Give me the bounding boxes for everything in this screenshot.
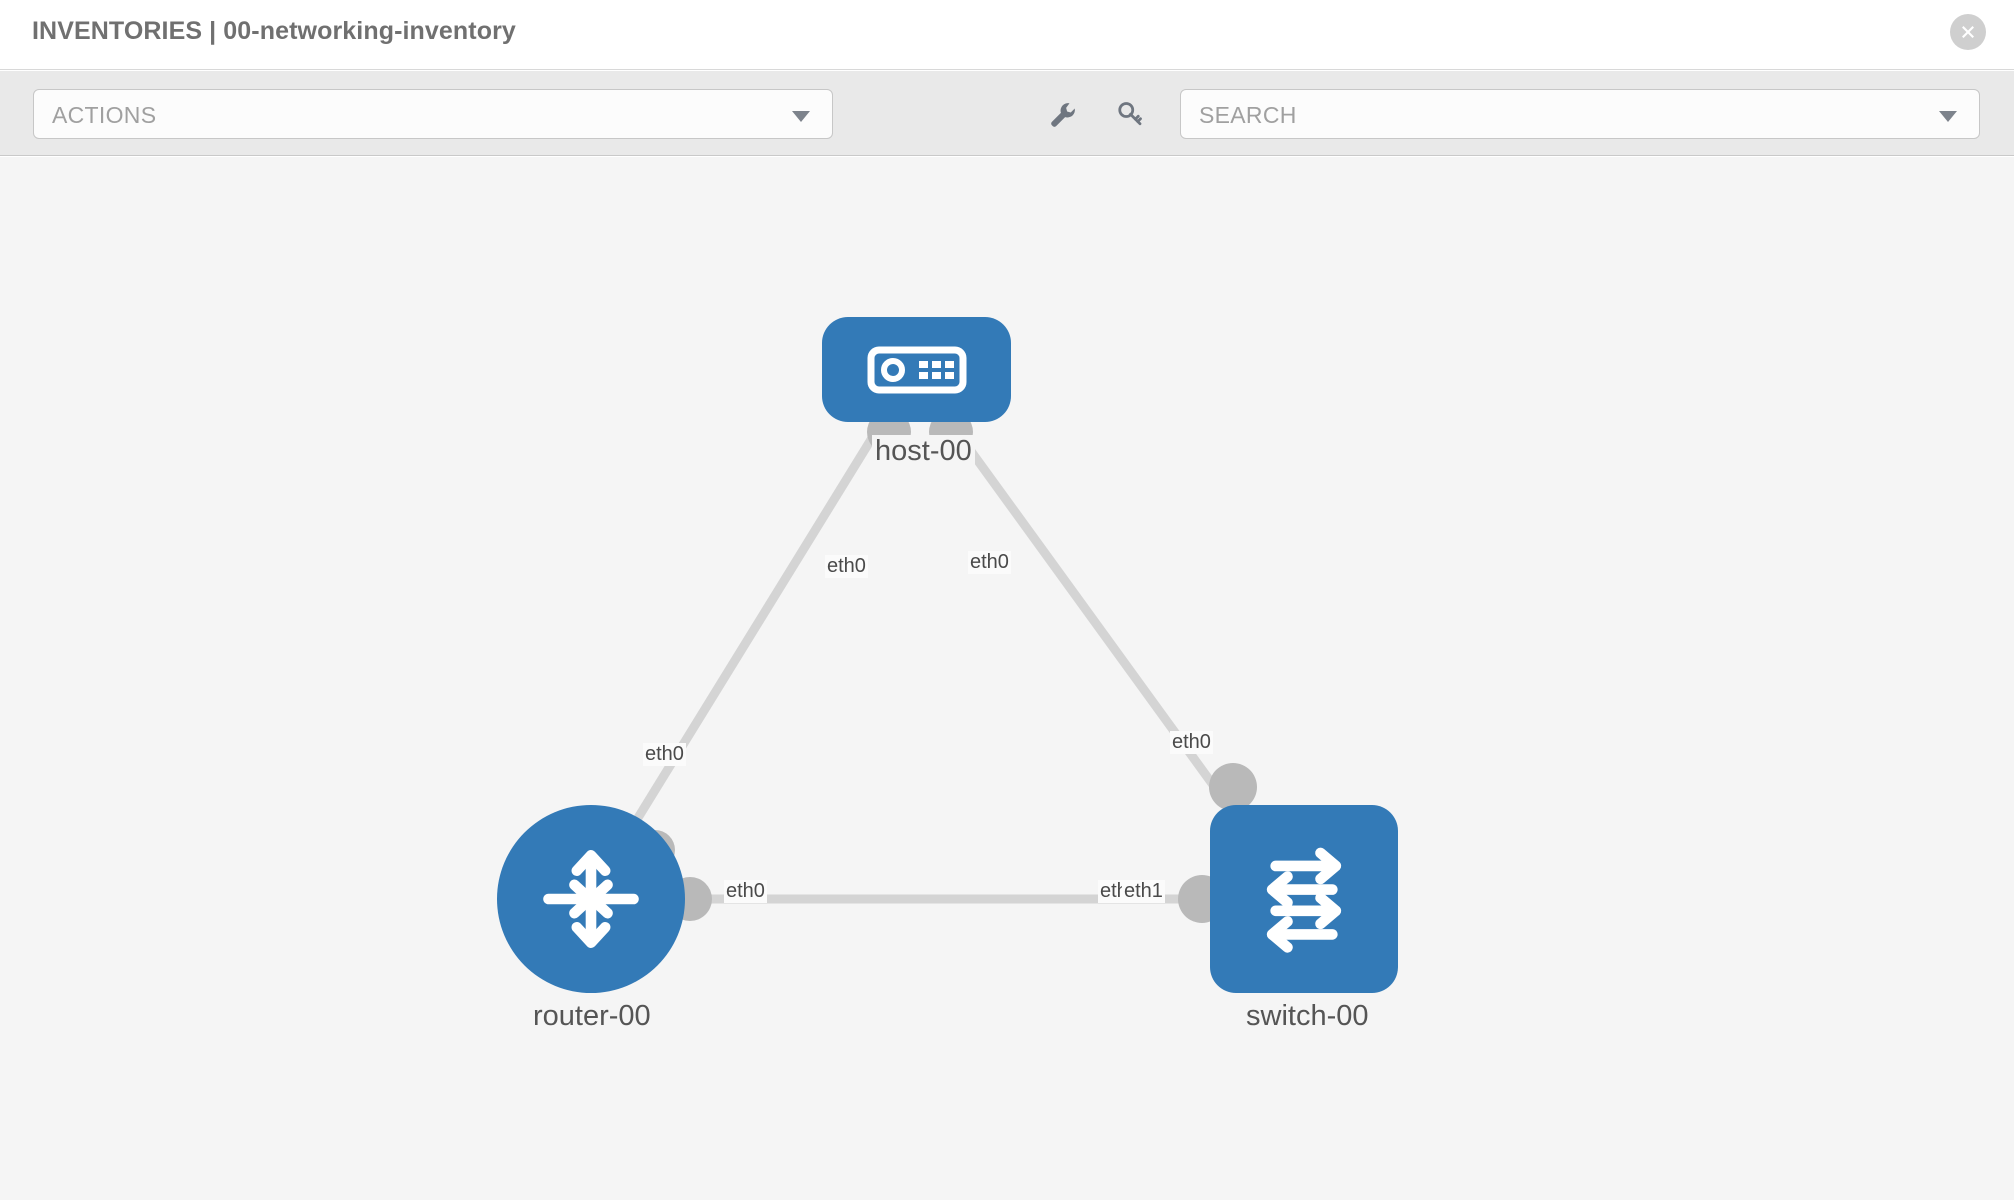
search-input[interactable]: SEARCH [1180,89,1980,139]
topology-links-layer [616,410,1257,923]
chevron-down-icon [792,111,810,122]
node-router-00[interactable] [497,805,685,993]
switch-arrows-icon [1266,847,1342,953]
wrench-icon[interactable] [1043,95,1083,135]
actions-dropdown[interactable]: ACTIONS [33,89,833,139]
search-placeholder: SEARCH [1199,102,1297,128]
chevron-down-icon [1939,111,1957,122]
link-host-router [616,422,884,850]
page-title: INVENTORIES | 00-networking-inventory [32,17,516,45]
close-icon[interactable] [1950,14,1986,50]
page-header: INVENTORIES | 00-networking-inventory [0,0,2014,70]
node-host-00[interactable] [822,317,1011,422]
toolbar: ACTIONS SEARCH [0,71,2014,156]
key-icon[interactable] [1110,95,1150,135]
link-host-switch [948,422,1249,832]
router-arrows-icon [543,850,639,948]
actions-dropdown-label: ACTIONS [52,102,157,128]
topology-canvas[interactable]: host-00 router-0 [0,157,2014,1200]
connector-stub-switch-up [1209,763,1257,811]
server-icon [867,346,966,393]
node-switch-00[interactable] [1210,805,1398,993]
